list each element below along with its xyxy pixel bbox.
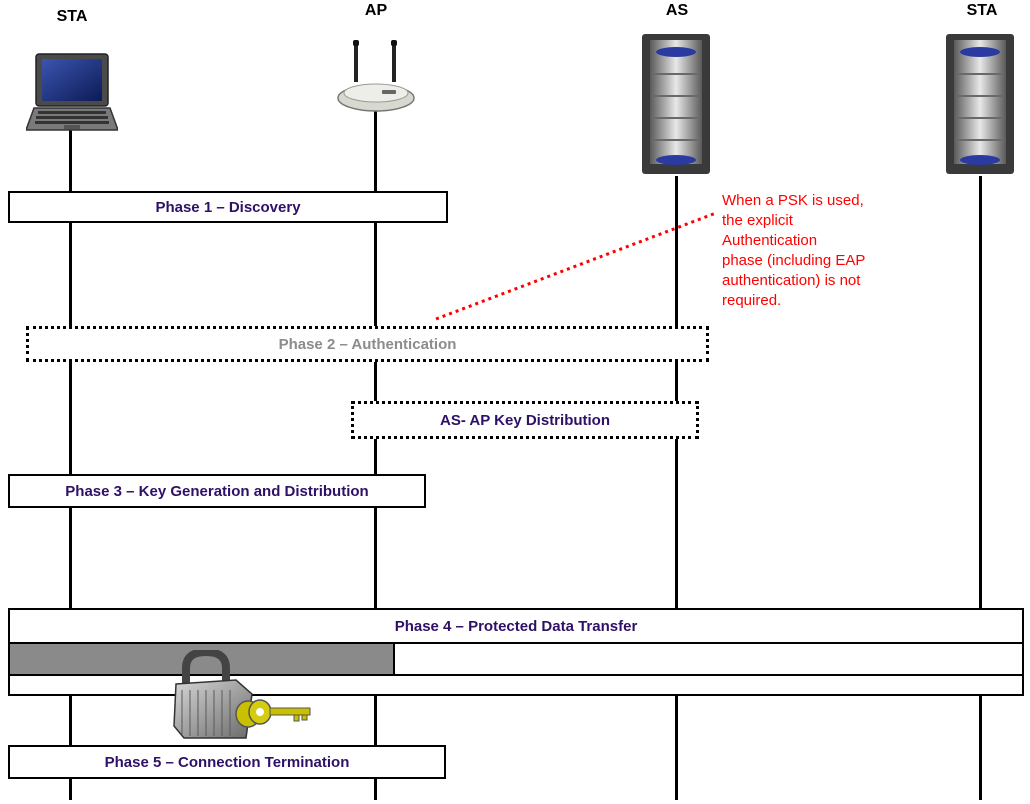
protected-data-bar: [8, 674, 1024, 696]
psk-note-line: required.: [722, 292, 782, 309]
access-point-icon: [337, 40, 415, 112]
as-ap-key-distribution: AS- AP Key Distribution: [351, 401, 699, 439]
server-icon: [946, 34, 1014, 174]
phase-3-key-generation: Phase 3 – Key Generation and Distributio…: [8, 474, 426, 508]
entity-label-sta-left: STA: [56, 8, 88, 25]
phase-2-authentication: Phase 2 – Authentication: [26, 326, 709, 362]
phase-1-discovery: Phase 1 – Discovery: [8, 191, 448, 223]
psk-note-line: authentication) is not: [722, 272, 861, 289]
lifeline-ap: [374, 110, 377, 800]
entity-label-as: AS: [665, 2, 689, 19]
lifeline-sta-left: [69, 130, 72, 800]
phase-1-label: Phase 1 – Discovery: [155, 198, 301, 216]
entity-label-ap: AP: [364, 2, 388, 19]
psk-note-line: the explicit: [722, 212, 793, 229]
phase-5-connection-termination: Phase 5 – Connection Termination: [8, 745, 446, 779]
server-icon: [642, 34, 710, 174]
phase-4-label: Phase 4 – Protected Data Transfer: [394, 617, 638, 635]
phase-2-label: Phase 2 – Authentication: [278, 335, 457, 353]
laptop-icon: [26, 53, 118, 131]
psk-note-line: Authentication: [722, 232, 818, 249]
phase-5-label: Phase 5 – Connection Termination: [104, 753, 350, 771]
phase-3-label: Phase 3 – Key Generation and Distributio…: [65, 482, 369, 500]
protected-data-progress-fill: [10, 644, 395, 674]
lifeline-sta-right: [979, 176, 982, 800]
as-ap-key-distribution-label: AS- AP Key Distribution: [439, 411, 611, 429]
psk-note-line: When a PSK is used,: [722, 192, 864, 209]
phase-4-protected-data-transfer: Phase 4 – Protected Data Transfer: [8, 608, 1024, 644]
entity-label-sta-right: STA: [966, 2, 998, 19]
protected-data-progress-bar: [8, 642, 1024, 676]
padlock-with-key-icon: [173, 650, 311, 739]
psk-note: When a PSK is used, the explicit Authent…: [722, 191, 922, 311]
psk-note-line: phase (including EAP: [722, 252, 866, 269]
lifeline-as: [675, 176, 678, 800]
